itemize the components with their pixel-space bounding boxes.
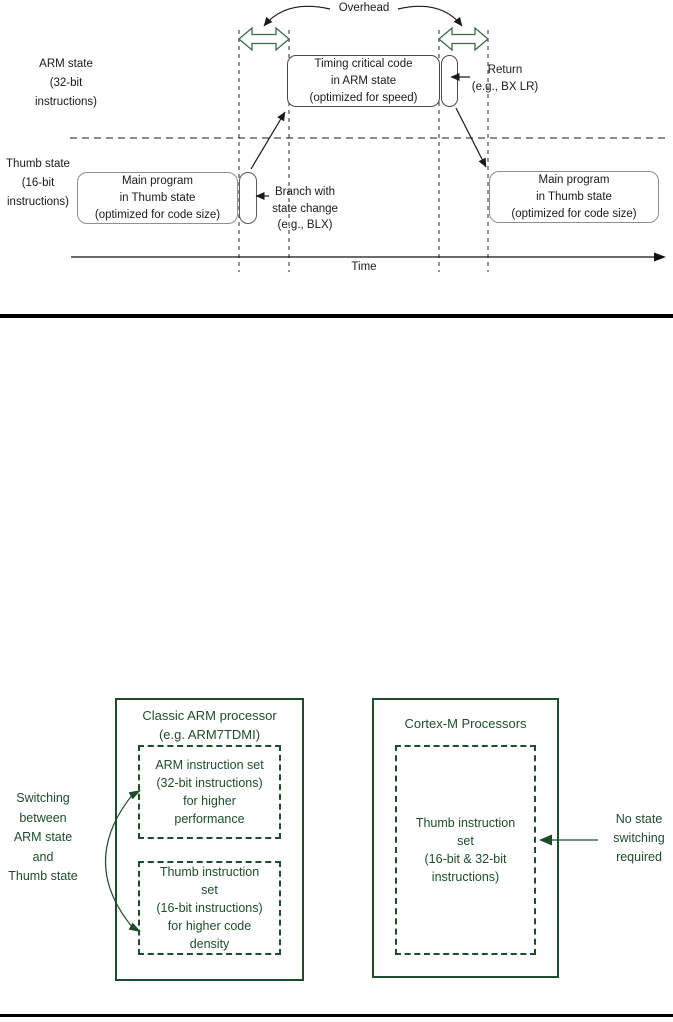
switching-between-states-label: Switching between ARM state and Thumb st… (8, 791, 78, 883)
bottom-page-rule (0, 1014, 673, 1017)
overhead-label: Overhead (338, 2, 390, 14)
cortex-m-title: Cortex-M Processors (404, 716, 527, 731)
time-axis-label: Time (351, 261, 377, 273)
return-annotation: Return (e.g., BX LR) (471, 64, 539, 93)
main-program-box-2: Main program in Thumb state (optimized f… (489, 171, 659, 223)
time-axis-arrowhead-icon (654, 252, 666, 262)
thumb-state-label: Thumb state (16-bit instructions) (6, 158, 70, 208)
classic-arm-title: Classic ARM processor (e.g. ARM7TDMI) (142, 708, 277, 742)
thumb-instruction-set-box: Thumb instruction set (16-bit instructio… (138, 861, 281, 955)
return-transition-pill (441, 55, 458, 107)
no-state-switching-label: No state switching required (613, 812, 665, 864)
main-program-box-1: Main program in Thumb state (optimized f… (77, 172, 238, 224)
arm-instruction-set-box: ARM instruction set (32-bit instructions… (138, 745, 281, 839)
section-divider-rule (0, 314, 673, 318)
branch-annotation: Branch with state change (e.g., BLX) (272, 186, 338, 231)
timing-critical-box: Timing critical code in ARM state (optim… (287, 55, 440, 107)
arm-state-label: ARM state (32-bit instructions) (35, 58, 97, 108)
cortex-thumb-instruction-set-box: Thumb instruction set (16-bit & 32-bit i… (395, 745, 536, 955)
branch-transition-pill (239, 172, 257, 224)
